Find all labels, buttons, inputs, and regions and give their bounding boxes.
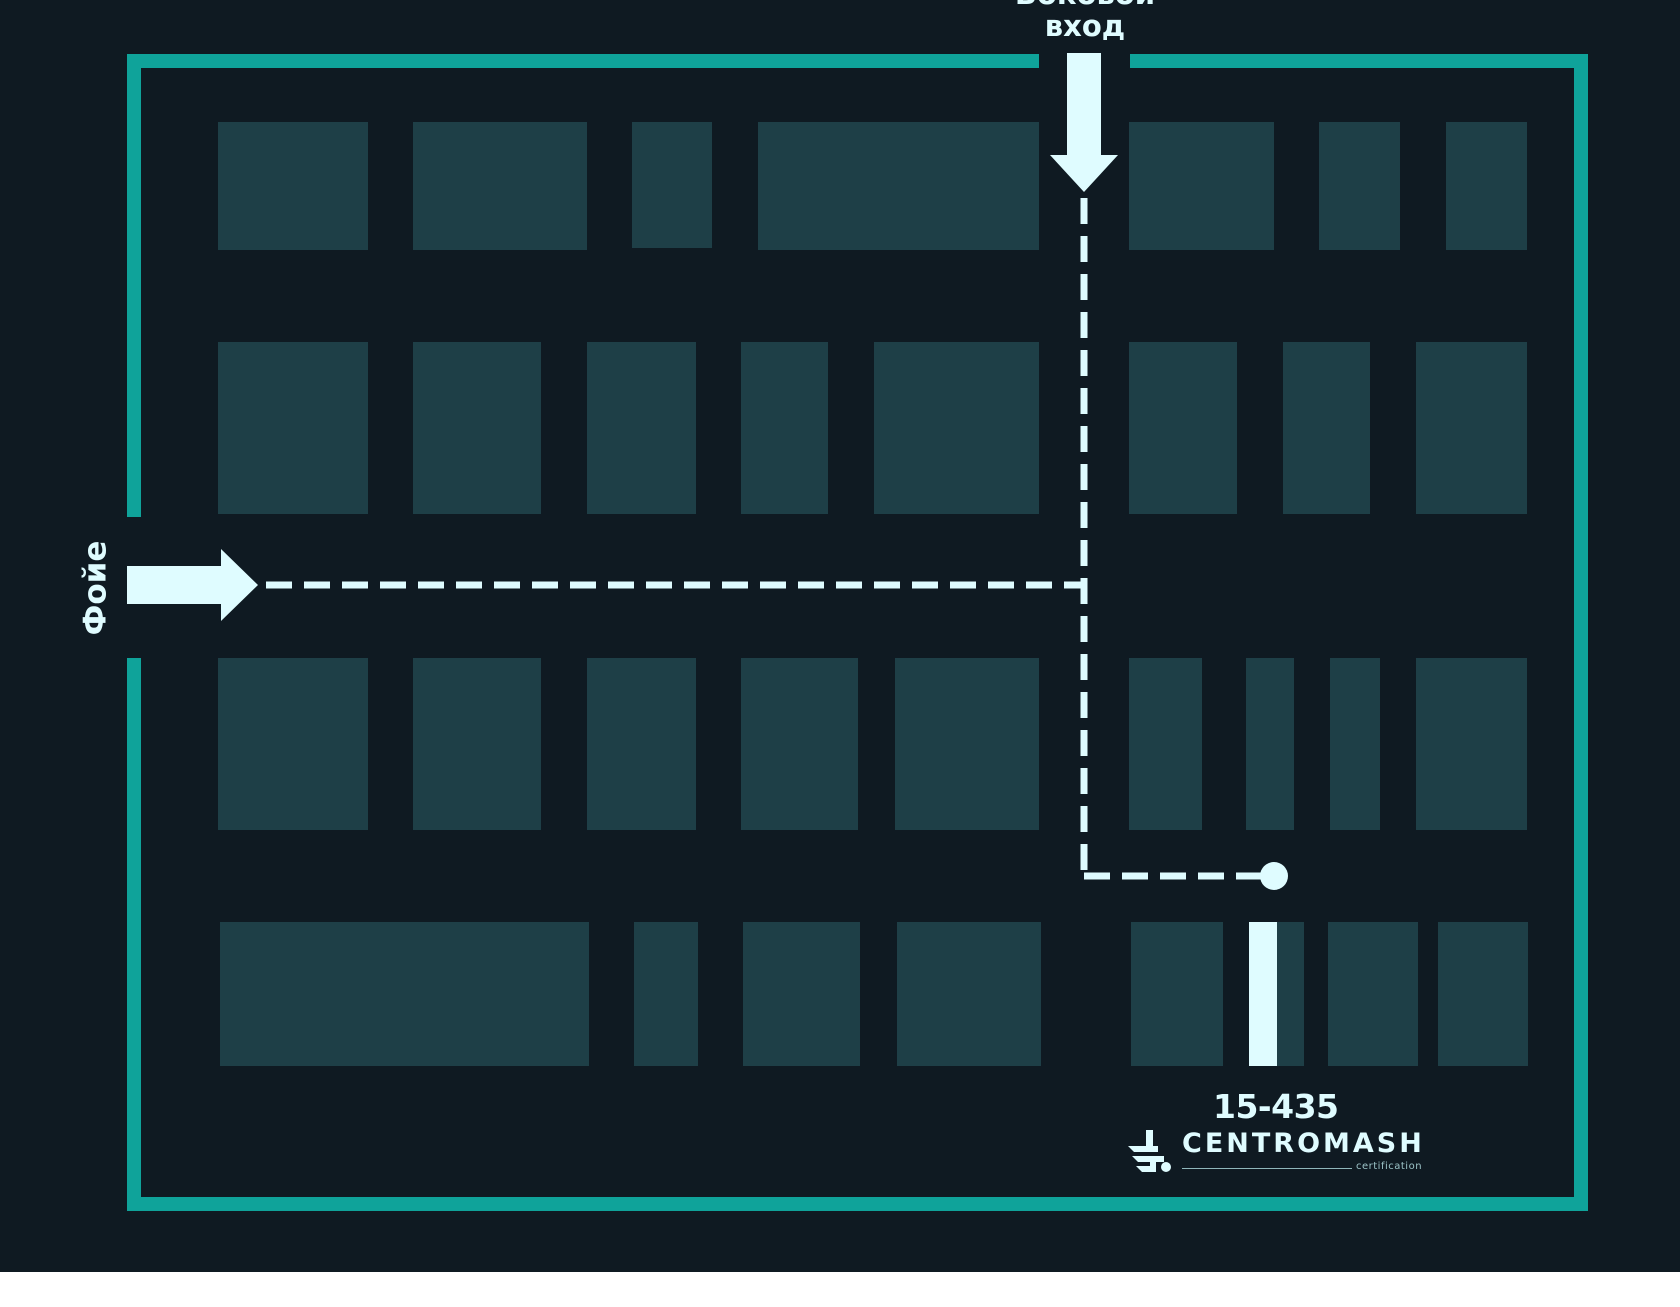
side-entrance-label: Боковой вход xyxy=(950,0,1220,42)
highlighted-booth-marker[interactable] xyxy=(1249,922,1277,1066)
brand-name: CENTROMASH xyxy=(1182,1128,1425,1159)
booth[interactable] xyxy=(1319,122,1400,250)
booth-number: 15-435 xyxy=(1213,1087,1339,1126)
booth[interactable] xyxy=(1328,922,1418,1066)
route-path xyxy=(266,198,1262,880)
booth[interactable] xyxy=(413,658,541,830)
booth[interactable] xyxy=(587,658,696,830)
side-entrance-label-line1: Боковой xyxy=(950,0,1220,10)
location-dot-icon[interactable] xyxy=(1260,862,1288,890)
booth[interactable] xyxy=(632,122,712,248)
brand-lockup: CENTROMASH certification xyxy=(1128,1126,1428,1176)
wall-top-left xyxy=(127,54,1039,517)
brand-subtitle: certification xyxy=(1356,1161,1423,1172)
booths xyxy=(218,122,1528,1066)
brand-underline xyxy=(1182,1168,1352,1169)
booth[interactable] xyxy=(1446,122,1527,250)
booth[interactable] xyxy=(413,122,587,250)
booth[interactable] xyxy=(741,658,858,830)
booth[interactable] xyxy=(1131,922,1223,1066)
centromash-logo-icon xyxy=(1128,1130,1171,1172)
booth[interactable] xyxy=(587,342,696,514)
side-entrance-label-line2: вход xyxy=(1044,9,1126,43)
booth[interactable] xyxy=(758,122,1039,250)
booth[interactable] xyxy=(743,922,860,1066)
arrow-down-icon[interactable] xyxy=(1050,53,1118,192)
booth[interactable] xyxy=(895,658,1039,830)
booth[interactable] xyxy=(1416,342,1527,514)
booth[interactable] xyxy=(897,922,1041,1066)
hall-walls xyxy=(127,54,1588,1211)
booth[interactable] xyxy=(634,922,698,1066)
booth[interactable] xyxy=(413,342,541,514)
booth[interactable] xyxy=(1416,658,1527,830)
booth[interactable] xyxy=(1129,658,1202,830)
booth[interactable] xyxy=(1129,342,1237,514)
booth[interactable] xyxy=(874,342,1039,514)
booth[interactable] xyxy=(220,922,589,1066)
booth[interactable] xyxy=(1330,658,1380,830)
foyer-label: Фойе xyxy=(77,540,114,636)
booth[interactable] xyxy=(1283,342,1370,514)
booth[interactable] xyxy=(218,658,368,830)
wall-top-right-and-sides xyxy=(127,54,1588,1211)
booth[interactable] xyxy=(218,342,368,514)
booth[interactable] xyxy=(1129,122,1274,250)
booth[interactable] xyxy=(1246,658,1294,830)
footer-strip xyxy=(0,1272,1680,1307)
booth[interactable] xyxy=(1438,922,1528,1066)
booth[interactable] xyxy=(218,122,368,250)
booth[interactable] xyxy=(741,342,828,514)
arrow-right-icon[interactable] xyxy=(127,549,258,621)
